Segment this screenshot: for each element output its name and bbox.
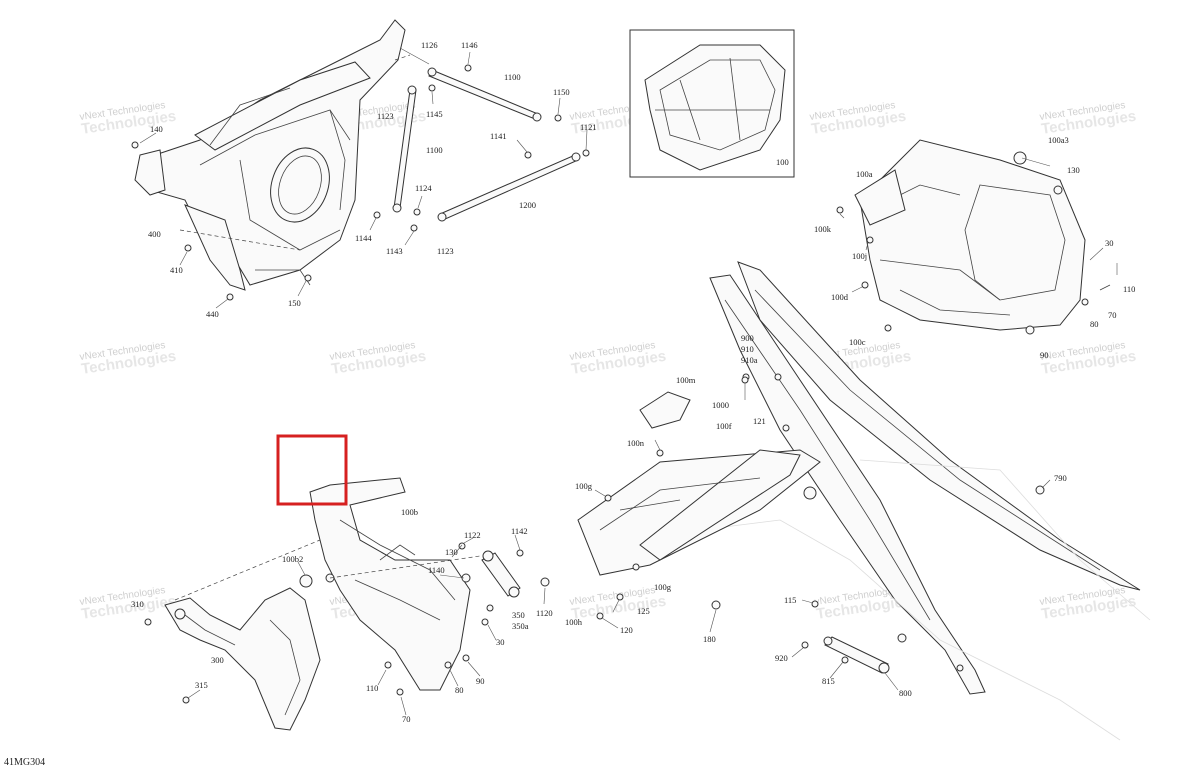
callout-310: 310 [131, 599, 144, 609]
floor-plate-100f[interactable] [577, 376, 1045, 620]
callout-1142: 1142 [511, 526, 528, 536]
inset-frame-100[interactable] [629, 29, 795, 178]
leader-lines [139, 47, 1118, 716]
callout-790: 790 [1054, 473, 1067, 483]
callout-1124: 1124 [415, 183, 432, 193]
callout-410: 410 [170, 265, 183, 275]
side-rail-900[interactable] [699, 261, 1151, 741]
callout-100a: 100a [856, 169, 873, 179]
callout-350a: 350a [512, 621, 529, 631]
front-frame-100a[interactable] [836, 139, 1111, 335]
callout-100c: 100c [849, 337, 866, 347]
callout-100h: 100h [565, 617, 583, 627]
callout-1120: 1120 [536, 608, 553, 618]
callout-1150: 1150 [553, 87, 570, 97]
callout-125: 125 [637, 606, 650, 616]
callout-100n: 100n [627, 438, 645, 448]
callout-1144: 1144 [355, 233, 372, 243]
callout-815: 815 [822, 676, 835, 686]
callout-130-bottom: 130 [445, 547, 458, 557]
callout-100f: 100f [716, 421, 732, 431]
callout-315: 315 [195, 680, 208, 690]
callout-100g-top: 100g [575, 481, 593, 491]
callout-115: 115 [784, 595, 796, 605]
callout-80-bottom: 80 [455, 685, 464, 695]
callout-100: 100 [776, 157, 789, 167]
callout-90-top: 90 [1040, 350, 1049, 360]
callout-800: 800 [899, 688, 912, 698]
callout-30-top: 30 [1105, 238, 1114, 248]
callout-70-top: 70 [1108, 310, 1117, 320]
callout-100a3: 100a3 [1048, 135, 1069, 145]
link-800[interactable] [801, 636, 890, 674]
diagram-code: 41MG304 [4, 757, 46, 768]
callout-910a: 910a [741, 355, 758, 365]
callout-1126: 1126 [421, 40, 438, 50]
callout-150: 150 [288, 298, 301, 308]
callout-1123-bottom: 1123 [437, 246, 454, 256]
callout-90-bottom: 90 [476, 676, 485, 686]
callout-1100-mid: 1100 [426, 145, 443, 155]
callout-910: 910 [741, 344, 754, 354]
callout-30-bottom: 30 [496, 637, 505, 647]
callout-110-top: 110 [1123, 284, 1135, 294]
callout-180: 180 [703, 634, 716, 644]
callout-100j: 100j [852, 251, 867, 261]
callout-70-bottom: 70 [402, 714, 411, 724]
callout-900: 900 [741, 333, 754, 343]
callout-920: 920 [775, 653, 788, 663]
callout-1143: 1143 [386, 246, 403, 256]
callout-1200: 1200 [519, 200, 536, 210]
cover-plate-100m[interactable] [639, 391, 691, 429]
callout-130-top: 130 [1067, 165, 1080, 175]
callout-100b2: 100b2 [282, 554, 303, 564]
callout-labels: 100 100a 100a3 100b 100b2 100c 100d 100f… [131, 40, 1135, 724]
callout-100g-bottom: 100g [654, 582, 672, 592]
callout-1146: 1146 [461, 40, 478, 50]
callout-1145: 1145 [426, 109, 443, 119]
callout-1121: 1121 [580, 122, 597, 132]
callout-440: 440 [206, 309, 219, 319]
callout-80-top: 80 [1090, 319, 1099, 329]
main-frame-assembly[interactable] [134, 19, 411, 291]
callout-100m: 100m [676, 375, 696, 385]
callout-121: 121 [753, 416, 766, 426]
callout-100d: 100d [831, 292, 849, 302]
highlight-box [276, 434, 348, 506]
rear-bracket-assembly[interactable] [174, 477, 550, 696]
callout-1000: 1000 [712, 400, 729, 410]
callout-1141: 1141 [490, 131, 507, 141]
callout-1100-top: 1100 [504, 72, 521, 82]
top-frame-fasteners [131, 141, 312, 301]
callout-400: 400 [148, 229, 161, 239]
callout-1122: 1122 [464, 530, 481, 540]
support-300[interactable] [144, 587, 321, 731]
callout-350: 350 [512, 610, 525, 620]
callout-1140: 1140 [428, 565, 445, 575]
callout-100b: 100b [401, 507, 418, 517]
callout-1123-top: 1123 [377, 111, 394, 121]
callout-110-bottom: 110 [366, 683, 378, 693]
callout-100k: 100k [814, 224, 832, 234]
callout-300: 300 [211, 655, 224, 665]
callout-140: 140 [150, 124, 163, 134]
callout-120: 120 [620, 625, 633, 635]
